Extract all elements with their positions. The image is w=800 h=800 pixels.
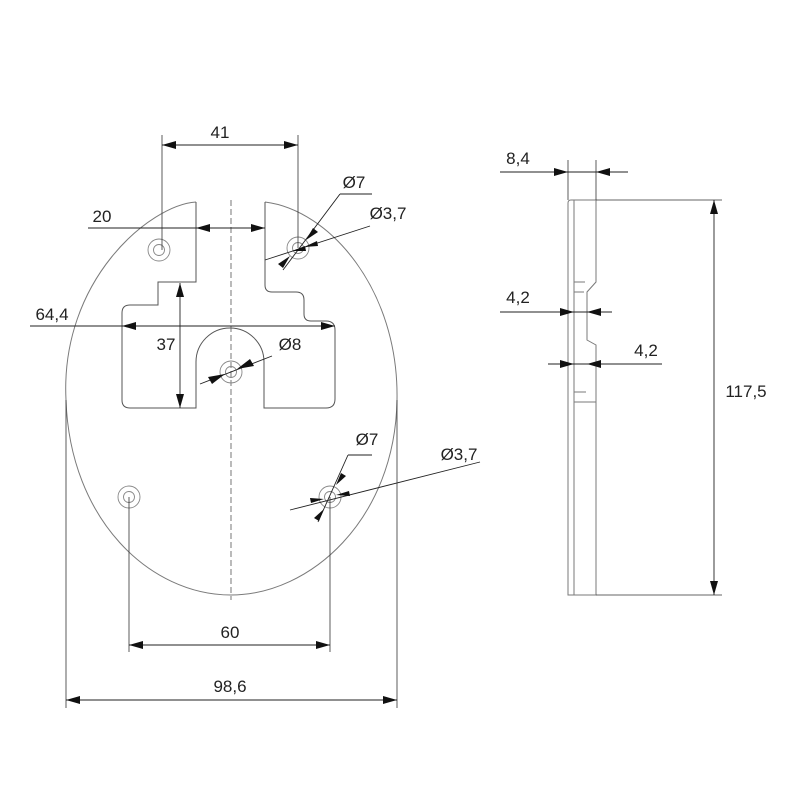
label-cutout-height: 37 [157,335,176,354]
dim-lower-hole: Ø7 Ø3,7 [289,430,481,523]
label-thickness: 8,4 [506,149,530,168]
label-overall-height: 117,5 [725,382,766,401]
label-lower-hole-inner: Ø3,7 [441,445,478,464]
hole-center [219,360,243,384]
slot-profile [121,202,336,409]
label-lower-spacing: 60 [221,623,240,642]
label-center-hole: Ø8 [279,335,302,354]
side-view: 8,4 4,2 4,2 117,5 [500,149,767,596]
dim-thickness: 8,4 [500,149,628,200]
dim-top-opening: 41 [161,123,299,250]
dim-groove-depth: 4,2 [500,288,612,316]
hole-upper-left [147,238,171,262]
plate-outline [65,201,398,596]
dim-lower-spacing: 60 [128,497,331,652]
dim-overall-width: 98,6 [65,400,398,708]
label-lower-hole-outer: Ø7 [356,430,379,449]
side-profile [567,199,597,596]
label-cutout-width: 64,4 [35,305,68,324]
dim-cutout-width: 64,4 [30,305,335,330]
label-top-opening: 41 [211,123,230,142]
front-view: 41 20 37 64,4 Ø8 [30,123,481,708]
label-slot-width: 20 [93,207,112,226]
dim-slot-width: 20 [88,207,265,232]
label-overall-width: 98,6 [213,677,246,696]
dim-upper-hole: Ø7 Ø3,7 [264,173,407,271]
label-upper-hole-inner: Ø3,7 [370,204,407,223]
label-offset-depth: 4,2 [634,341,658,360]
dim-offset-depth: 4,2 [548,341,662,368]
label-upper-hole-outer: Ø7 [343,173,366,192]
label-groove-depth: 4,2 [506,288,530,307]
dim-overall-height: 117,5 [596,199,767,596]
dim-cutout-height: 37 [157,283,184,408]
dim-center-hole: Ø8 [199,335,302,385]
